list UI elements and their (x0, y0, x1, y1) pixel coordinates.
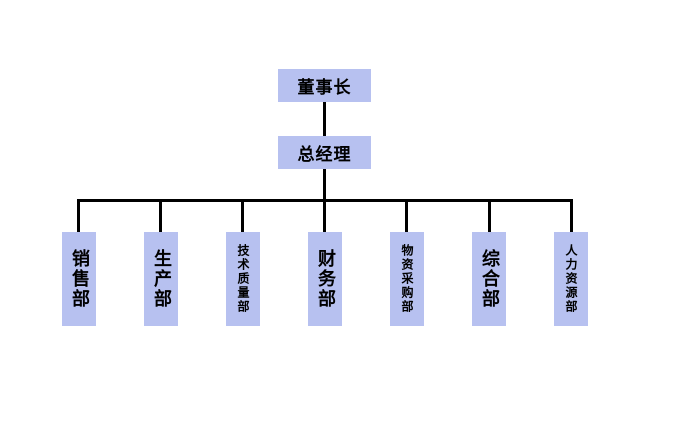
department-box: 生产部 (144, 232, 178, 326)
department-label: 财务部 (315, 249, 336, 309)
drop-line (488, 200, 491, 232)
department-box: 人力资源部 (554, 232, 588, 326)
department-label: 综合部 (479, 249, 500, 309)
drop-line (241, 200, 244, 232)
department-label: 销售部 (69, 249, 90, 309)
department-label: 技术质量部 (236, 244, 250, 314)
drop-line (77, 200, 80, 232)
department-box: 财务部 (308, 232, 342, 326)
general-manager-box: 总经理 (278, 136, 371, 169)
department-box: 综合部 (472, 232, 506, 326)
department-label: 生产部 (151, 249, 172, 309)
chairman-box: 董事长 (278, 69, 371, 102)
department-box: 技术质量部 (226, 232, 260, 326)
connector-gm-to-bus (323, 168, 326, 200)
chairman-label: 董事长 (297, 78, 352, 98)
department-box: 销售部 (62, 232, 96, 326)
drop-line (405, 200, 408, 232)
drop-line (159, 200, 162, 232)
general-manager-label: 总经理 (297, 145, 352, 165)
connector-chairman-to-gm (323, 102, 326, 136)
drop-line (323, 200, 326, 232)
department-label: 物资采购部 (400, 244, 414, 314)
drop-line (570, 200, 573, 232)
department-label: 人力资源部 (564, 244, 578, 314)
department-box: 物资采购部 (390, 232, 424, 326)
